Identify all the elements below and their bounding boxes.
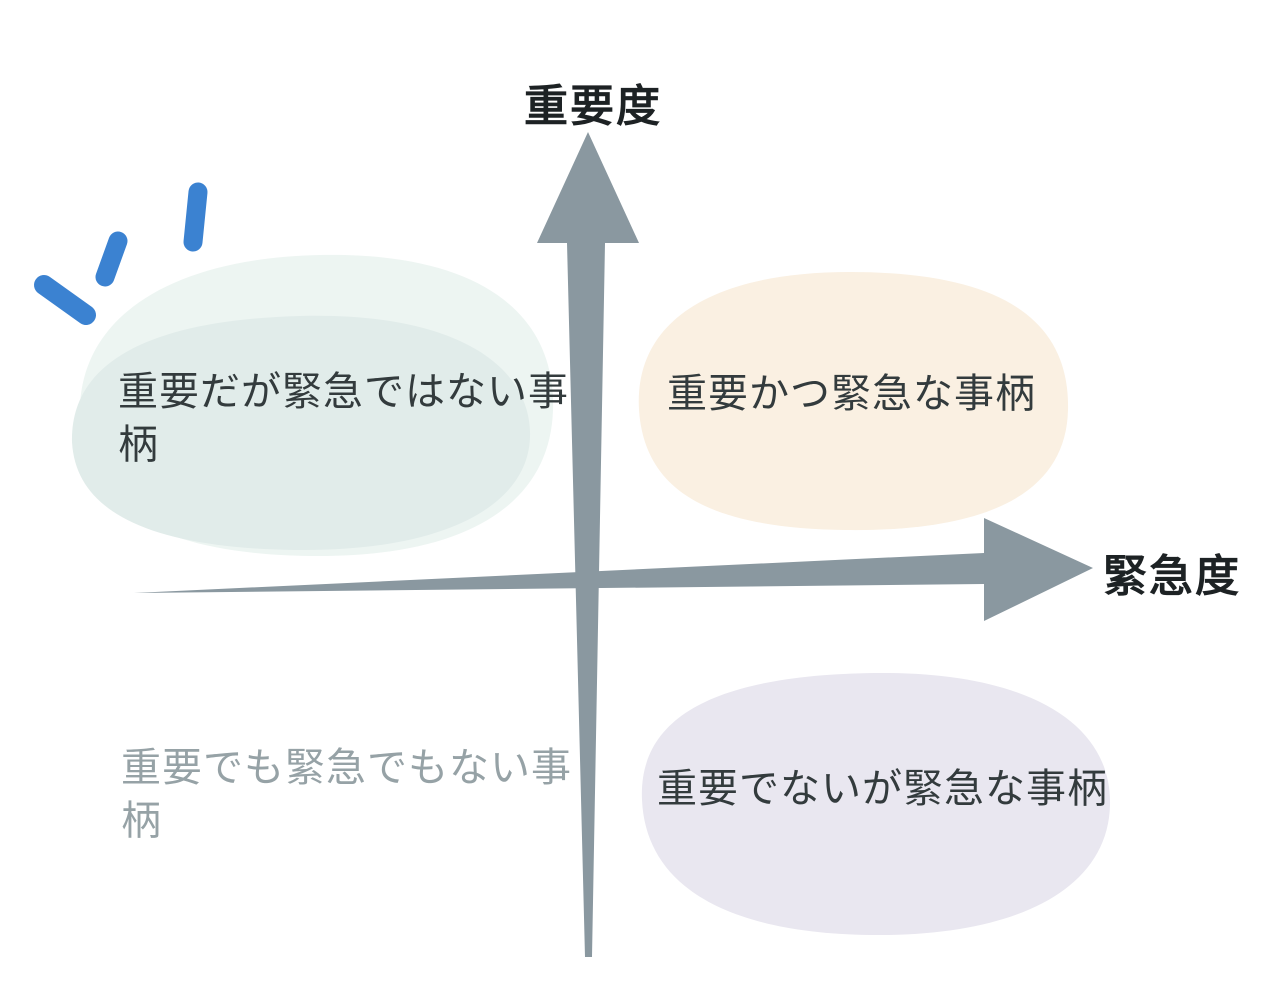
emphasis-stroke-left-icon — [34, 275, 96, 325]
urgency-axis-label: 緊急度 — [1103, 552, 1241, 601]
quadrant-bottom-right-blob — [641, 672, 1111, 936]
quadrant-top-right-label: 重要かつ緊急な事柄 — [667, 372, 1036, 416]
importance-axis-arrow — [537, 132, 639, 957]
emphasis-stroke-right-icon — [183, 182, 208, 252]
quadrant-bottom-left-label: 重要でも緊急でもない事柄 — [121, 746, 572, 844]
quadrant-top-left-blob — [71, 315, 531, 551]
importance-axis-label: 重要度 — [524, 82, 662, 131]
urgency-axis-arrow — [134, 518, 1093, 621]
emphasis-strokes-icon — [34, 182, 208, 325]
emphasis-stroke-middle-icon — [95, 231, 128, 287]
quadrant-bottom-right-label: 重要でないが緊急な事柄 — [657, 767, 1108, 811]
quadrant-top-left-label: 重要だが緊急ではない事柄 — [118, 370, 569, 468]
quadrant-top-right-blob — [638, 272, 1069, 531]
